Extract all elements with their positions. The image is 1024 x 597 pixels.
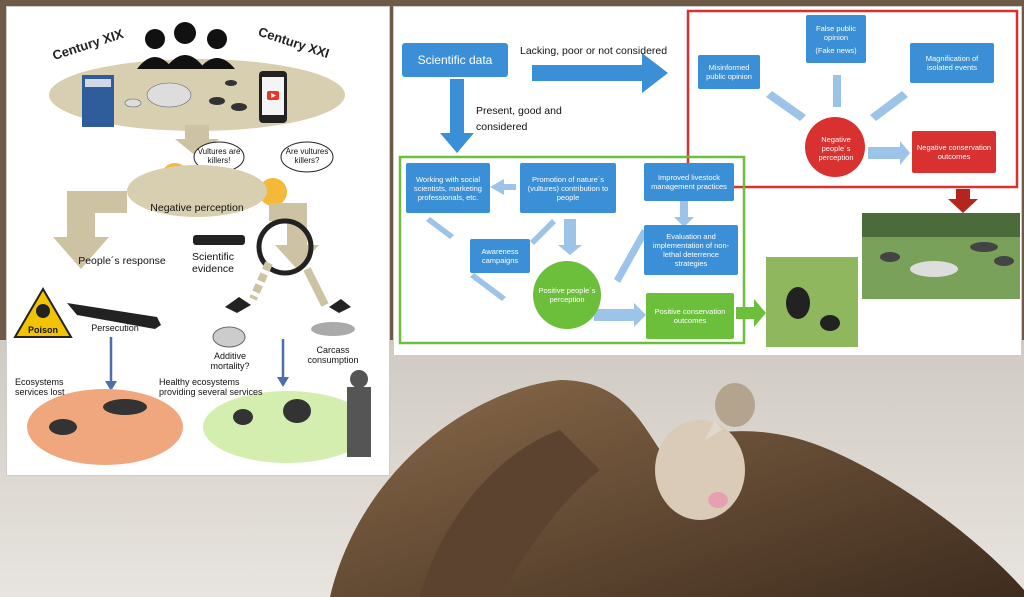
- negative-outcomes-box: Negative conservation outcomes: [912, 131, 996, 173]
- positive-pathway-frame: [398, 155, 746, 345]
- positive-outcome-arrow: [736, 299, 766, 327]
- speech-bubble-right: [280, 141, 334, 173]
- persecution-label: Persecution: [91, 323, 139, 333]
- peoples-response-label: People´s response: [78, 255, 166, 267]
- solid-arrow: [303, 267, 329, 307]
- scientific-data-box: Scientific data: [402, 43, 508, 77]
- poison-label: Poison: [27, 325, 58, 335]
- healthy-ecosystem-oval: [203, 391, 371, 463]
- left-infographic-graphics: [13, 22, 371, 465]
- magnifier-icon: [256, 218, 314, 276]
- present-arrow: [440, 79, 474, 153]
- negative-perception-circle: [805, 117, 865, 177]
- dashed-arrow: [249, 261, 273, 301]
- improved-livestock-box: Improved livestock management practices: [644, 163, 734, 201]
- vulture-ruff: [655, 420, 745, 520]
- lacking-arrow: [532, 53, 668, 93]
- sheep-icon: [212, 326, 246, 348]
- vulture-head: [715, 383, 755, 427]
- lacking-label: Lacking, poor or not considered: [520, 45, 668, 57]
- bubble-right-text: Are vultures killers?: [285, 147, 329, 165]
- carcass-consumption-label: Carcass consumption: [307, 345, 359, 365]
- thinking-face-icon: [259, 178, 287, 206]
- vultures-photo: [766, 257, 858, 347]
- promotion-box: Promotion of nature´s (vultures) contrib…: [520, 163, 616, 213]
- perception-oval: [127, 165, 267, 217]
- positive-perception-text: Positive people´s perception: [538, 286, 596, 304]
- misinformed-box: Misinformed public opinion: [698, 55, 760, 89]
- carcass-icon: [311, 322, 355, 336]
- magnification-box: Magnification of isolated events: [910, 43, 994, 83]
- left-branch-arrow: [53, 191, 127, 269]
- positive-arrows: [426, 179, 694, 327]
- ecosystem-animals: [49, 399, 311, 435]
- scientific-evidence-label: Scientific evidence: [191, 251, 235, 275]
- negative-arrows: [766, 75, 910, 165]
- down-arrow: [175, 125, 219, 157]
- left-infographic-panel: Century XIX Century XXI Vultures are kil…: [6, 6, 390, 476]
- false-opinion-text: False public opinion: [815, 23, 857, 42]
- awareness-box: Awareness campaigns: [470, 239, 530, 273]
- evaluation-box: Evaluation and implementation of non-let…: [644, 225, 738, 275]
- positive-outcomes-box: Positive conservation outcomes: [646, 293, 734, 339]
- negative-pathway-frame: [686, 9, 1019, 189]
- birds-icon: [209, 80, 247, 111]
- livestock-animals: [124, 82, 192, 108]
- right-flowchart-panel: Scientific data Lacking, poor or not con…: [393, 6, 1022, 356]
- healthy-ecosystems-label: Healthy ecosystems providing several ser…: [159, 377, 263, 397]
- ecosystem-lost-label: Ecosystems services lost: [15, 377, 65, 397]
- right-branch-arrow: [269, 203, 319, 269]
- vulture-icon: [225, 297, 351, 313]
- negative-outcome-arrow: [948, 189, 978, 213]
- bubble-left-text: Vultures are killers!: [197, 147, 241, 165]
- positive-perception-circle: [533, 261, 601, 329]
- false-opinion-box: False public opinion (Fake news): [806, 15, 866, 63]
- magnifier-handle: [193, 235, 245, 245]
- working-with-box: Working with social scientists, marketin…: [406, 163, 490, 213]
- shotgun-icon: [67, 303, 161, 329]
- birdwatcher-icon: [347, 387, 371, 457]
- negative-perception-text: Negative people´s perception: [818, 134, 854, 162]
- negative-perception-label: Negative perception: [150, 202, 244, 214]
- additive-mortality-label: Additive mortality?: [210, 351, 250, 371]
- fake-news-text: (Fake news): [815, 45, 857, 55]
- present-label: Present, good and considered: [476, 105, 562, 133]
- flowchart-graphics: [398, 9, 1020, 347]
- people-silhouettes: [137, 22, 235, 69]
